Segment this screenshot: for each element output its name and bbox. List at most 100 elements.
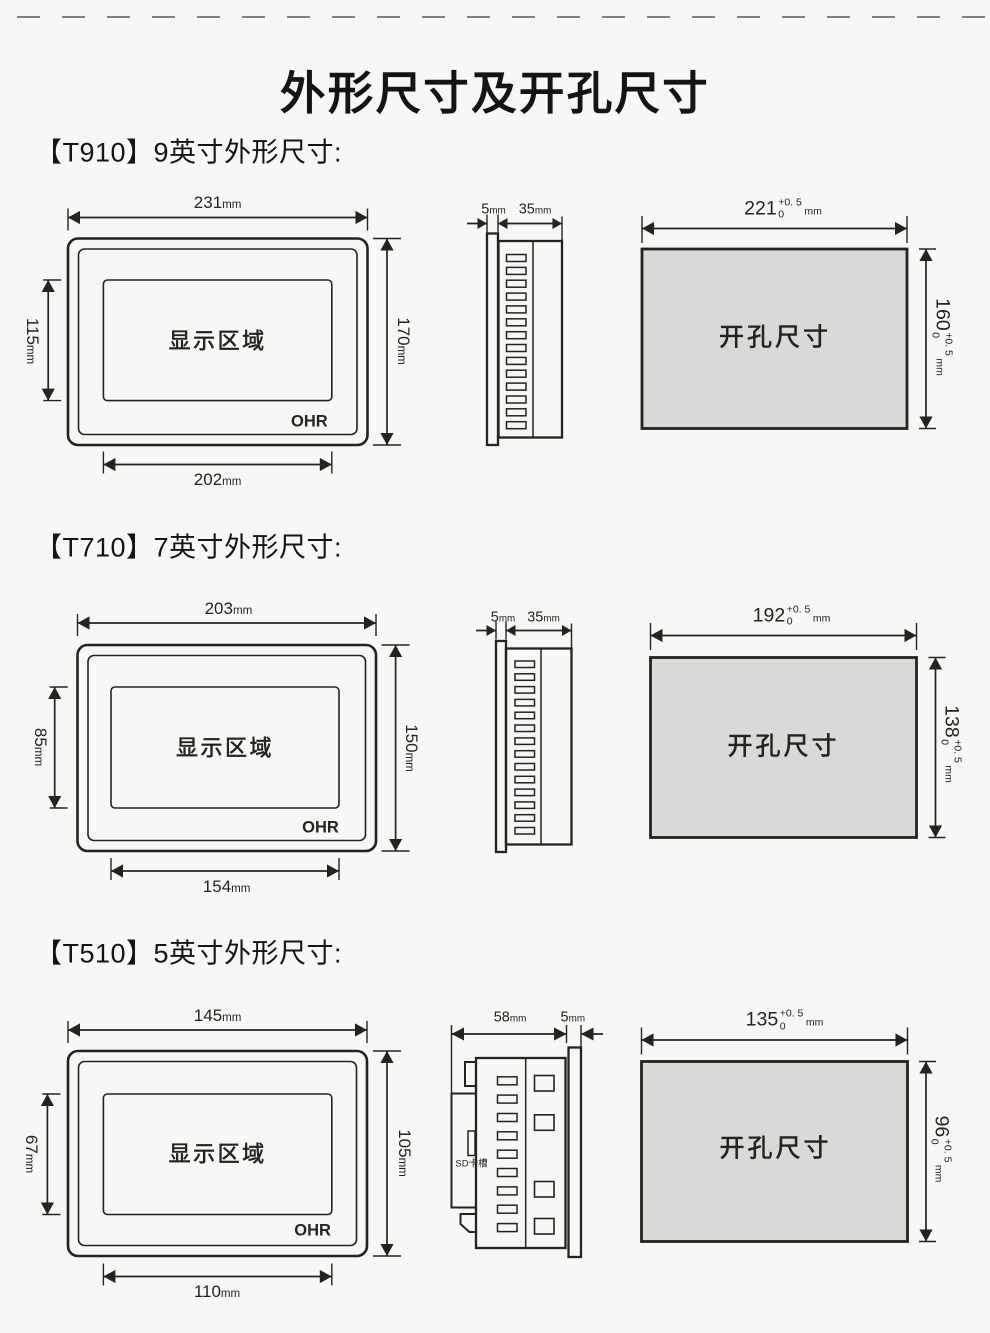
dim-label-width-t510: 145mm <box>194 1006 242 1026</box>
dim-arrowhead <box>895 221 907 236</box>
dim-value: 170 <box>393 316 413 346</box>
dim-arrowhead <box>68 210 80 225</box>
dim-unit: mm <box>509 1013 527 1025</box>
panel-bezel-inner-t710 <box>87 654 367 842</box>
dim-value: 67 <box>21 1134 41 1154</box>
dim-value: 154 <box>202 876 232 896</box>
side-bezel-t910 <box>485 232 500 447</box>
dim-value: 202 <box>193 470 223 490</box>
dim-arrowhead <box>477 218 487 229</box>
dim-label-cutout-height-t510-value: 96 <box>930 1115 953 1137</box>
dim-value: 231 <box>193 193 223 213</box>
dim-label-cutout-width-t910-value: 221 <box>744 197 777 219</box>
dim-label-cutout-width-t510-value: 135 <box>745 1008 779 1031</box>
side-view-t710 <box>476 621 573 854</box>
dim-label-display-height-t910: 115mm <box>22 318 42 364</box>
dim-value: 203 <box>204 598 233 618</box>
dim-value: 5 <box>481 201 490 218</box>
dim-label-side-bezel-t510: 5mm <box>561 1010 585 1027</box>
dim-unit: mm <box>222 199 242 212</box>
section-heading-t910: 【T910】9英寸外形尺寸: <box>35 136 343 167</box>
dim-unit: mm <box>568 1013 586 1025</box>
dim-arrowhead <box>40 1202 54 1215</box>
side-body-t510 <box>474 1056 567 1250</box>
dim-arrowhead <box>451 1027 464 1041</box>
sd-card-slot-t510 <box>467 1130 476 1157</box>
dim-arrowhead <box>562 625 572 636</box>
dim-arrowhead <box>103 1269 116 1284</box>
mount-tab-bottom-t510 <box>459 1213 476 1233</box>
section-heading-t710: 【T710】7英寸外形尺寸: <box>35 531 343 562</box>
dim-label-cutout-height-t710-value: 138 <box>940 705 963 738</box>
dim-arrowhead <box>554 1027 567 1041</box>
dim-label-display-width-t710: 154mm <box>203 877 251 897</box>
front-view-t910 <box>41 208 401 474</box>
dim-unit: mm <box>31 747 44 767</box>
dim-label-cutout-width-t710-value: 192 <box>752 604 786 626</box>
dim-arrowhead <box>77 616 90 630</box>
cutout-rect-t510 <box>640 1060 909 1243</box>
dim-arrowhead <box>389 839 403 851</box>
cutout-label-t710: 开孔尺寸 <box>727 733 840 761</box>
dim-label-cutout-height-t910-value: 160 <box>931 298 953 331</box>
side-bezel-t510 <box>567 1046 583 1259</box>
dim-unit: mm <box>23 344 36 365</box>
dim-value: 110 <box>193 1282 221 1302</box>
panel-outline-t910 <box>66 237 369 447</box>
dim-label-display-height-t510: 67mm <box>21 1135 41 1173</box>
section-heading-t510: 【T510】5英寸外形尺寸: <box>35 938 343 969</box>
dim-width-t910 <box>67 208 369 231</box>
dim-arrowhead <box>103 457 116 472</box>
dim-label-height-t510: 105mm <box>394 1129 414 1177</box>
dim-side-t510 <box>450 1025 603 1094</box>
dim-label-side-body-t710: 35mm <box>527 609 560 626</box>
dim-unit: mm <box>498 613 516 625</box>
dim-unit: mm <box>394 345 407 365</box>
dim-side-t910 <box>467 214 563 241</box>
dim-value: 5 <box>560 1009 569 1026</box>
dim-value: 115 <box>22 317 42 345</box>
dim-label-side-body-t510: 58mm <box>494 1010 527 1027</box>
dim-unit: mm <box>231 882 251 895</box>
dim-unit: mm <box>395 1157 408 1177</box>
side-view-t510 <box>450 1025 603 1259</box>
dim-value: 150 <box>401 724 421 753</box>
dim-height-t710 <box>381 644 410 852</box>
dim-label-display-width-t510: 110mm <box>194 1282 240 1302</box>
cutout-view-t910 <box>640 216 936 430</box>
dim-label-cutout-width-t510-unit: mm <box>805 1016 824 1029</box>
side-bezel-t710 <box>494 639 508 854</box>
front-view-t710 <box>48 614 410 880</box>
dim-arrowhead <box>506 625 516 636</box>
dim-unit: mm <box>489 205 506 217</box>
dim-display-width-t910 <box>102 451 333 474</box>
dim-unit: mm <box>232 604 253 617</box>
dim-side-t710 <box>476 621 573 649</box>
cutout-label-t510: 开孔尺寸 <box>719 1135 832 1163</box>
dim-label-display-height-t710: 85mm <box>30 728 49 767</box>
dim-arrowhead <box>380 1244 394 1256</box>
dim-display-height-t510 <box>40 1093 61 1216</box>
brand-logo-t910: OHR <box>291 412 328 431</box>
dim-arrowhead <box>48 796 62 808</box>
panel-outline-t510 <box>66 1049 369 1258</box>
dim-arrowhead <box>552 218 562 229</box>
cutout-rect-t710 <box>649 656 918 839</box>
cutout-view-t510 <box>640 1027 936 1243</box>
dim-label-width-t910: 231mm <box>194 193 242 213</box>
cutout-view-t710 <box>649 623 946 839</box>
dim-label-cutout-width-t910-unit: mm <box>804 205 822 217</box>
dim-arrowhead <box>498 218 508 229</box>
dim-unit: mm <box>222 1011 242 1024</box>
dim-arrowhead <box>327 864 339 878</box>
dim-label-cutout-height-t510-unit: mm <box>932 1164 945 1182</box>
